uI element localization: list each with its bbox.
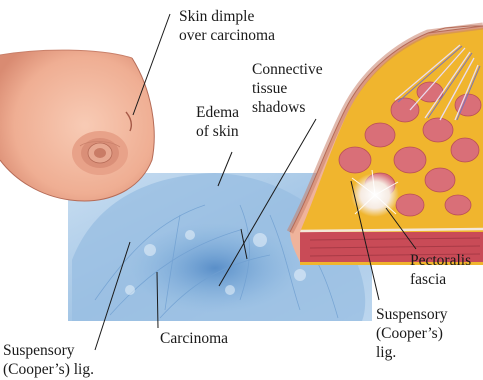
label-connective-tissue: Connective tissue shadows — [252, 60, 323, 117]
label-suspensory-left: Suspensory (Cooper’s) lig. — [3, 341, 94, 379]
leader-skin-dimple — [133, 14, 170, 115]
label-suspensory-right: Suspensory (Cooper’s) lig. — [376, 305, 447, 362]
label-carcinoma: Carcinoma — [160, 329, 228, 348]
label-pectoralis-fascia: Pectoralis fascia — [410, 251, 471, 289]
breast-exterior — [0, 50, 154, 201]
label-skin-dimple: Skin dimple over carcinoma — [179, 7, 275, 45]
label-edema: Edema of skin — [196, 103, 239, 141]
mammogram-mass — [130, 223, 300, 313]
